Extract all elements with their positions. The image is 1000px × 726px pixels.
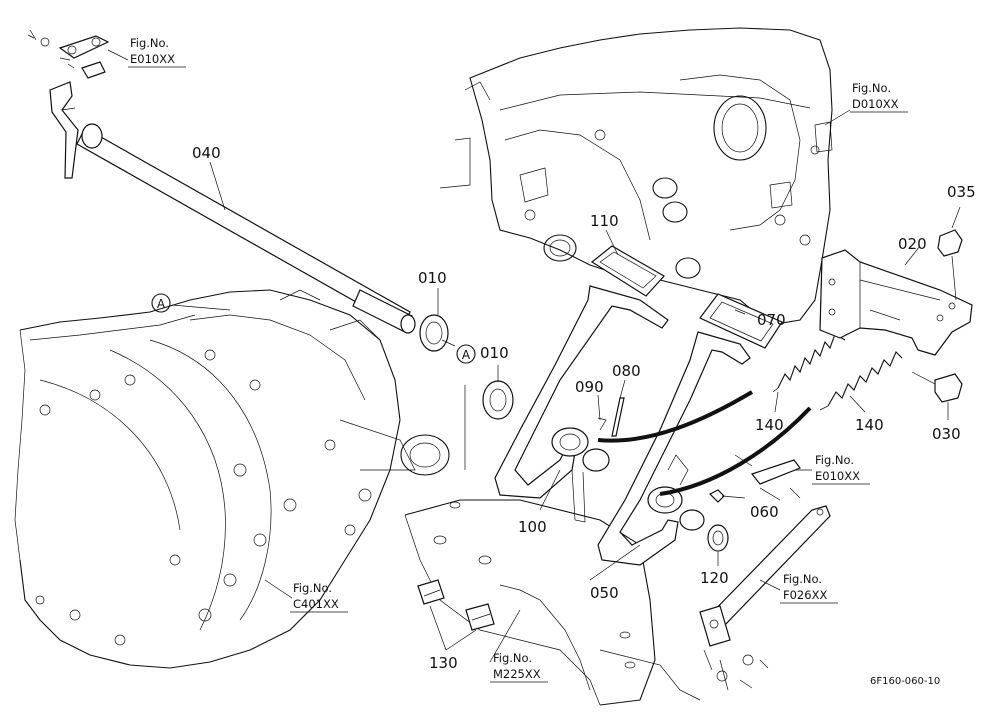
drawing-code: 6F160-060-10 [870, 676, 940, 687]
fig-ref-c401xx: Fig.No. C401XX [290, 581, 348, 613]
fig-ref-d010xx: Fig.No. D010XX [850, 81, 908, 113]
bushing-010-upper [419, 314, 449, 352]
return-spring-arcs [597, 390, 812, 496]
washer-120 [707, 524, 729, 552]
fig-ref-code: D010XX [852, 97, 899, 111]
part-label-090: 090 [575, 378, 604, 396]
pedal-shaft-040 [49, 81, 416, 334]
part-label-050: 050 [590, 584, 619, 602]
fig-ref-code: C401XX [293, 597, 339, 611]
part-label-140-left: 140 [755, 416, 784, 434]
stopper-130-a [417, 579, 445, 605]
stopper-130-b [465, 603, 495, 631]
fig-ref-code: E010XX [130, 52, 175, 66]
part-label-140-right: 140 [855, 416, 884, 434]
fig-ref-title: Fig.No. [815, 453, 854, 467]
grease-fitting-060 [708, 489, 725, 503]
fig-ref-title: Fig.No. [852, 81, 891, 95]
brake-pedal-100 [494, 285, 669, 523]
bracket-020 [819, 249, 973, 356]
part-label-120: 120 [700, 569, 729, 587]
pin-080 [611, 397, 625, 437]
spring-140-right [819, 351, 903, 411]
clutch-housing [14, 289, 450, 669]
callout-a-right: A [456, 344, 476, 364]
part-label-035: 035 [947, 183, 976, 201]
spring-140-left [772, 333, 846, 393]
part-label-110: 110 [590, 212, 619, 230]
fig-ref-code: E010XX [815, 469, 860, 483]
pedal-pad-110 [590, 245, 665, 297]
fig-ref-title: Fig.No. [293, 581, 332, 595]
callout-a-left-text: A [157, 297, 166, 311]
leader-lines [107, 49, 961, 663]
fig-ref-e010xx-lower: Fig.No. E010XX [812, 453, 870, 485]
part-label-010-upper: 010 [418, 269, 447, 287]
part-label-130: 130 [429, 654, 458, 672]
fig-ref-title: Fig.No. [493, 651, 532, 665]
fig-ref-code: F026XX [783, 588, 827, 602]
transmission-housing [439, 27, 833, 326]
callout-a-left: A [151, 293, 171, 313]
bolt-030 [911, 371, 963, 403]
fig-ref-code: M225XX [493, 667, 541, 681]
part-label-030: 030 [932, 425, 961, 443]
part-label-100: 100 [518, 518, 547, 536]
fig-ref-title: Fig.No. [783, 572, 822, 586]
step-plate [404, 499, 701, 706]
fig-ref-m225xx: Fig.No. M225XX [490, 651, 548, 683]
fig-ref-f026xx: Fig.No. F026XX [780, 572, 838, 604]
part-label-010-lower: 010 [480, 344, 509, 362]
link-rod [699, 505, 831, 691]
part-label-070: 070 [757, 311, 786, 329]
part-label-020: 020 [898, 235, 927, 253]
clip-090 [597, 417, 607, 431]
fig-ref-title: Fig.No. [130, 36, 169, 50]
bushing-010-lower [482, 380, 514, 420]
fig-ref-e010xx-top: Fig.No. E010XX [128, 36, 186, 68]
clevis-pin-hardware [734, 454, 801, 501]
plug-035 [937, 229, 963, 301]
part-label-080: 080 [612, 362, 641, 380]
upper-left-hardware [27, 29, 110, 79]
callout-a-right-text: A [462, 348, 471, 362]
part-label-040: 040 [192, 144, 221, 162]
part-label-060: 060 [750, 503, 779, 521]
pedal-pad-070 [699, 293, 783, 349]
